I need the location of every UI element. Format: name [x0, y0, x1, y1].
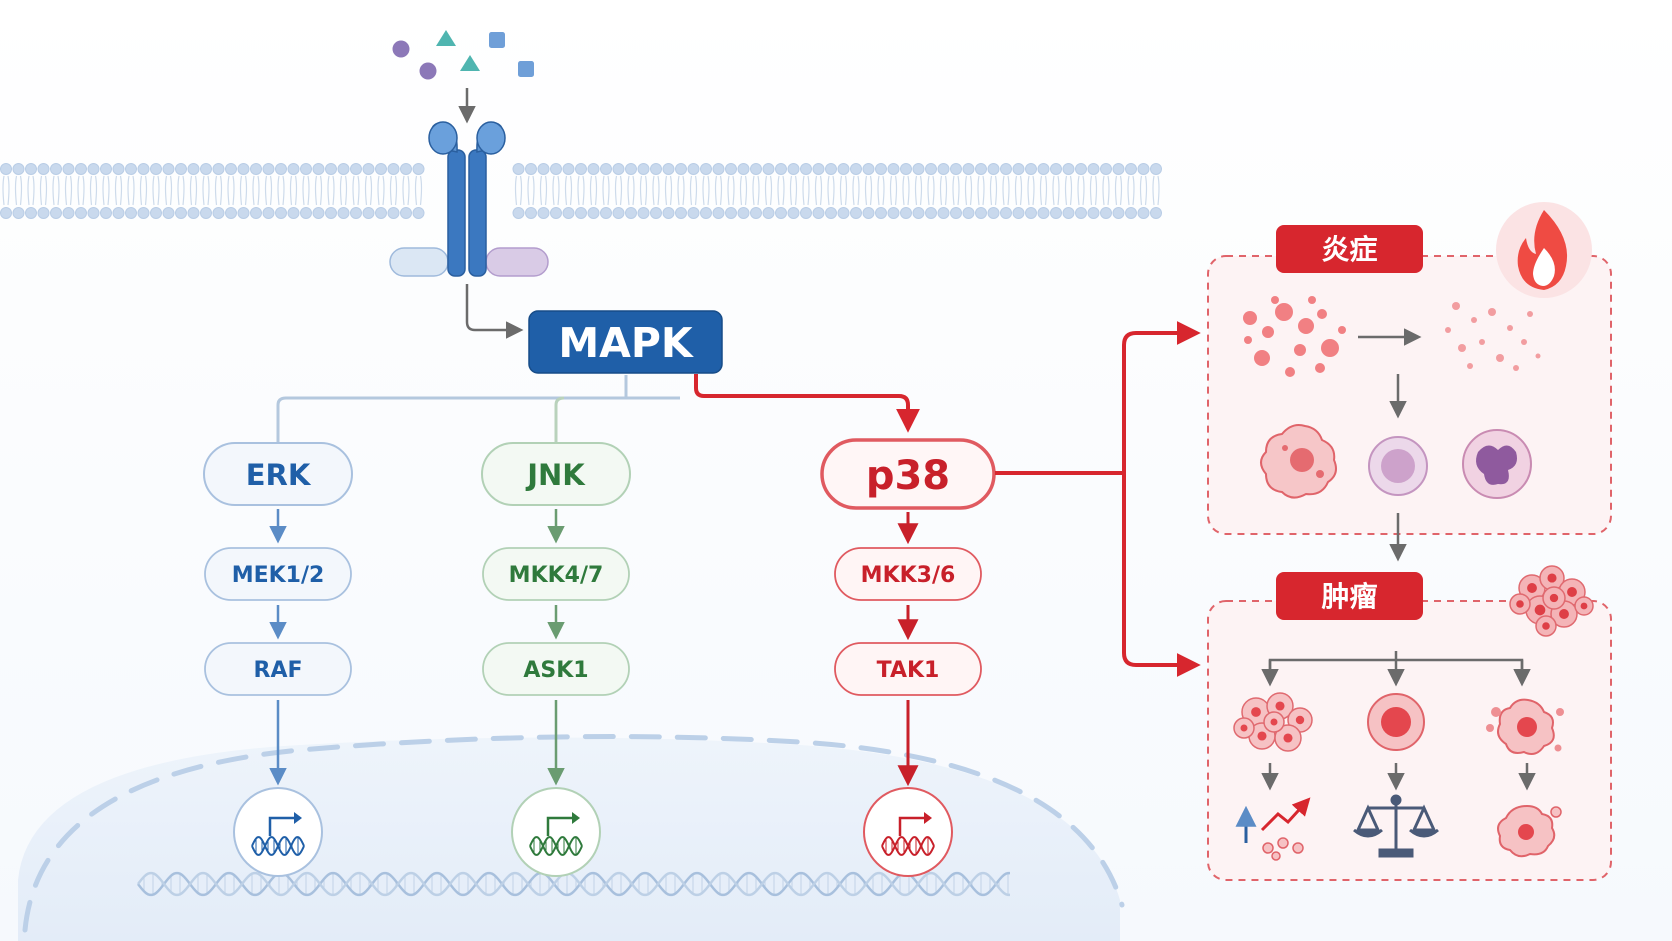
receptor-to-mapk-arrow	[465, 284, 524, 339]
lymphocyte-cell-icon	[1368, 436, 1428, 496]
mapk-label: MAPK	[558, 319, 695, 367]
mapk-branch-erk	[276, 396, 680, 445]
cell-membrane	[0, 163, 1162, 219]
p38-node[interactable]: p38	[820, 438, 996, 510]
tumor-title: 肿瘤	[1321, 580, 1377, 613]
p38-gene-transcription-icon	[863, 787, 953, 877]
jnk-step1-node[interactable]: MKK4/7	[482, 547, 630, 601]
ligand-molecules-icon	[392, 30, 534, 80]
p38-step2-node[interactable]: TAK1	[834, 642, 982, 696]
apoptotic-cell-icon	[1486, 698, 1564, 755]
erk-step2-label: RAF	[254, 658, 303, 683]
jnk-label: JNK	[525, 458, 586, 492]
mapk-branch-jnk	[554, 396, 565, 445]
tumor-cell-icon	[1367, 693, 1425, 751]
erk-node[interactable]: ERK	[203, 442, 353, 506]
growth-trend-icon	[1235, 797, 1311, 861]
receptor-icon	[389, 121, 549, 277]
p38-to-outcomes-connector	[995, 321, 1201, 677]
jnk-step1-label: MKK4/7	[509, 563, 604, 588]
erk-step1-node[interactable]: MEK1/2	[204, 547, 352, 601]
fire-icon	[1496, 202, 1592, 298]
neutrophil-cell-icon	[1462, 429, 1532, 499]
tumor-title-badge	[1276, 572, 1423, 620]
tumor-cluster-icon	[1509, 565, 1594, 637]
jnk-step2-node[interactable]: ASK1	[482, 642, 630, 696]
p38-label: p38	[866, 453, 950, 499]
proliferation-cells-icon	[1233, 692, 1313, 752]
erk-label: ERK	[246, 458, 312, 492]
blebbing-cell-icon	[1497, 804, 1562, 858]
erk-step1-label: MEK1/2	[232, 563, 325, 588]
jnk-gene-transcription-icon	[511, 787, 601, 877]
p38-step1-node[interactable]: MKK3/6	[834, 547, 982, 601]
p38-step2-label: TAK1	[877, 658, 940, 683]
inflammation-panel: 炎症	[1207, 202, 1612, 535]
mapk-node[interactable]: MAPK	[528, 310, 723, 374]
jnk-step2-label: ASK1	[523, 658, 588, 683]
erk-step2-node[interactable]: RAF	[204, 642, 352, 696]
jnk-node[interactable]: JNK	[481, 442, 631, 506]
erk-gene-transcription-icon	[233, 787, 323, 877]
tumor-panel: 肿瘤	[1207, 565, 1612, 881]
mapk-to-p38-arrow	[694, 374, 920, 433]
macrophage-cell-icon	[1260, 424, 1337, 499]
inflammation-title: 炎症	[1321, 233, 1377, 266]
cytokine-release-icon	[1243, 296, 1541, 377]
inflammation-title-badge	[1276, 225, 1423, 273]
p38-step1-label: MKK3/6	[861, 563, 956, 588]
balance-scale-icon	[1353, 794, 1439, 858]
